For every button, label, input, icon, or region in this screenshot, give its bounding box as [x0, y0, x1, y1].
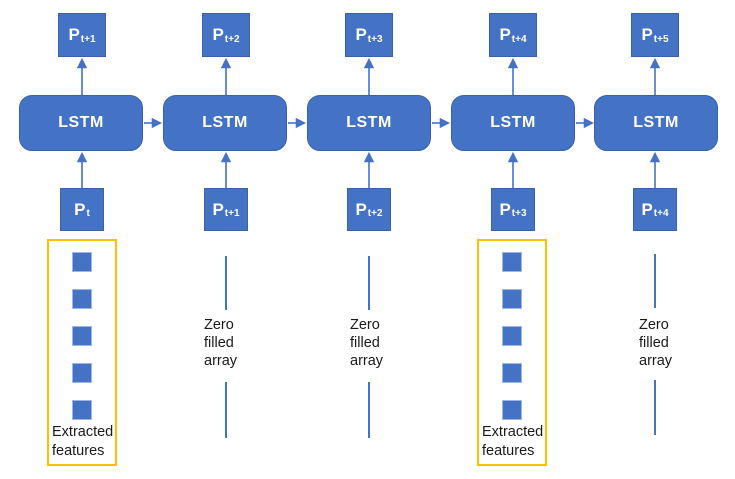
input-subscript: t+3: [511, 208, 527, 219]
lstm-cell-4: LSTM: [451, 95, 575, 151]
output-subscript: t+3: [367, 33, 383, 45]
feature-squares: [49, 252, 115, 420]
zero-filled-array-label-3: Zero filled array: [639, 317, 673, 369]
feature-square: [502, 252, 522, 272]
feature-square: [502, 289, 522, 309]
output-subscript: t+4: [511, 33, 527, 45]
lstm-cell-5: LSTM: [594, 95, 718, 151]
lstm-label: LSTM: [633, 114, 679, 131]
lstm-cell-1: LSTM: [19, 95, 143, 151]
feature-square: [72, 326, 92, 346]
output-subscript: t+1: [80, 33, 96, 45]
zero-filled-array-label-2: Zero filled array: [350, 317, 384, 369]
input-label: P: [641, 199, 653, 219]
output-label: P: [355, 25, 367, 44]
input-label: P: [74, 199, 86, 219]
lstm-cell-2: LSTM: [163, 95, 287, 151]
lstm-label: LSTM: [58, 114, 104, 131]
output-label: P: [499, 25, 511, 44]
feature-square: [502, 400, 522, 420]
output-subscript: t+2: [224, 33, 240, 45]
lstm-label: LSTM: [202, 114, 248, 131]
feature-square: [502, 363, 522, 383]
extracted-features-label: Extracted features: [482, 424, 544, 459]
zero-filled-array-label-1: Zero filled array: [204, 317, 238, 369]
extracted-features-label: Extracted features: [52, 424, 114, 459]
input-subscript: t+2: [367, 208, 383, 219]
output-label: P: [641, 25, 653, 44]
output-label: P: [212, 25, 224, 44]
input-subscript: t+1: [224, 208, 240, 219]
feature-square: [502, 326, 522, 346]
input-label: P: [355, 199, 367, 219]
lstm-cell-3: LSTM: [307, 95, 431, 151]
feature-square: [72, 289, 92, 309]
output-label: P: [68, 25, 80, 44]
output-subscript: t+5: [653, 33, 669, 45]
feature-squares: [479, 252, 545, 420]
extracted-features-box-1: Extracted features: [47, 239, 117, 466]
feature-square: [72, 363, 92, 383]
input-label: P: [499, 199, 511, 219]
lstm-label: LSTM: [346, 114, 392, 131]
input-subscript: t+4: [653, 208, 669, 219]
feature-square: [72, 252, 92, 272]
input-subscript: t: [86, 208, 90, 219]
feature-square: [72, 400, 92, 420]
lstm-label: LSTM: [490, 114, 536, 131]
input-label: P: [212, 199, 224, 219]
extracted-features-box-2: Extracted features: [477, 239, 547, 466]
